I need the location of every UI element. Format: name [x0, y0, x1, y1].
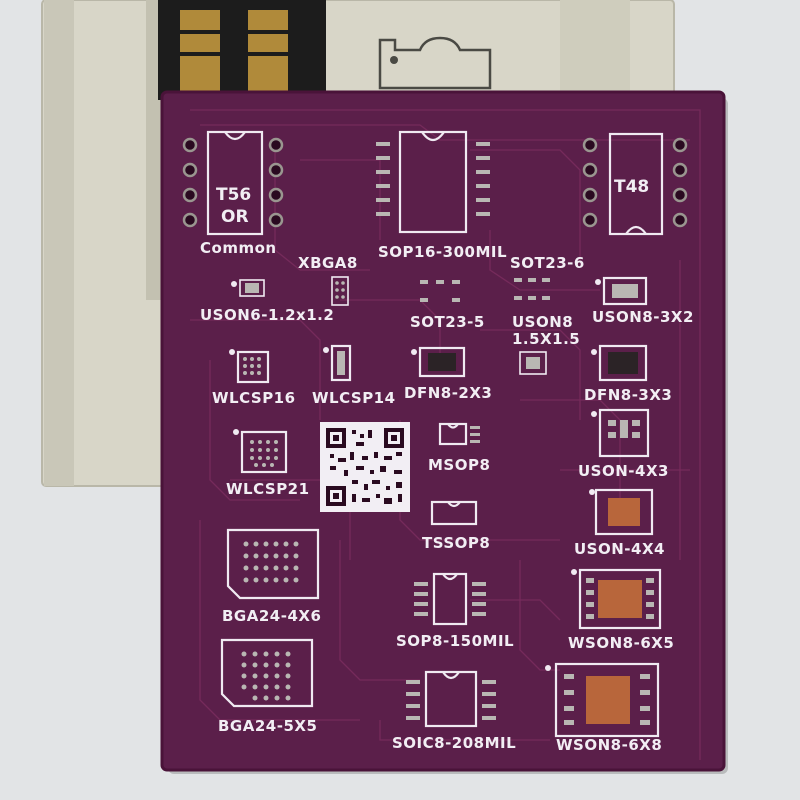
chip-outline-icon: [378, 36, 492, 90]
wson8-6x8-footprint: WSON8-6X8: [545, 662, 662, 754]
wson8-6x8-label: WSON8-6X8: [556, 736, 662, 754]
sop16-footprint: SOP16-300MIL: [376, 130, 507, 261]
adapter-pcb: [160, 90, 726, 772]
bga24-4x6-label: BGA24-4X6: [222, 607, 321, 625]
wlcsp14-footprint: WLCSP14: [312, 344, 396, 407]
header-pins-right: [582, 137, 688, 228]
msop8-footprint: MSOP8: [428, 422, 490, 474]
wson8-6x5-footprint: WSON8-6X5: [568, 568, 674, 652]
uson6-label: USON6-1.2x1.2: [200, 306, 334, 324]
msop8-label: MSOP8: [428, 456, 490, 474]
bga24-5x5-footprint: BGA24-5X5: [218, 638, 317, 735]
t56-or-label: OR: [221, 207, 249, 227]
bga24-4x6-footprint: BGA24-4X6: [222, 528, 321, 625]
uson-4x3-label: USON-4X3: [578, 462, 669, 480]
t48-footprint: T48: [608, 132, 664, 236]
zif-lever[interactable]: [158, 0, 326, 100]
dfn8-3x3-label: DFN8-3X3: [584, 386, 672, 404]
sot23-5-footprint: SOT23-5: [410, 280, 485, 331]
tssop8-label: TSSOP8: [422, 534, 490, 552]
bga24-5x5-label: BGA24-5X5: [218, 717, 317, 735]
dfn8-2x3-label: DFN8-2X3: [404, 384, 492, 402]
t56-label: T56: [216, 185, 251, 205]
qr-code: [320, 422, 410, 512]
sot23-6-footprint: SOT23-6: [510, 254, 585, 300]
dfn8-3x3-footprint: DFN8-3X3: [584, 344, 672, 404]
uson-4x4-label: USON-4X4: [574, 540, 665, 558]
header-pins-left: [182, 137, 284, 228]
t56-footprint: T56 OR Common: [200, 130, 277, 257]
sop8-150mil-footprint: SOP8-150MIL: [396, 572, 514, 650]
wlcsp21-footprint: WLCSP21: [226, 429, 310, 498]
soic8-208mil-label: SOIC8-208MIL: [392, 734, 516, 752]
sop8-150mil-label: SOP8-150MIL: [396, 632, 514, 650]
uson-4x3-footprint: USON-4X3: [578, 408, 669, 480]
uson8-1.5-footprint: USON8 1.5X1.5: [512, 313, 580, 375]
wlcsp21-label: WLCSP21: [226, 480, 310, 498]
wson8-6x5-label: WSON8-6X5: [568, 634, 674, 652]
tssop8-footprint: TSSOP8: [422, 500, 490, 552]
dfn8-2x3-footprint: DFN8-2X3: [404, 346, 492, 402]
t48-label: T48: [614, 177, 649, 197]
soic8-208mil-footprint: SOIC8-208MIL: [392, 670, 516, 752]
wlcsp16-label: WLCSP16: [212, 389, 296, 407]
common-label: Common: [200, 239, 277, 257]
uson6-footprint: USON6-1.2x1.2: [200, 279, 334, 324]
uson8-3x2-label: USON8-3X2: [592, 308, 694, 326]
uson-4x4-footprint: USON-4X4: [574, 488, 665, 558]
wlcsp16-footprint: WLCSP16: [212, 349, 296, 407]
uson8-size-label: 1.5X1.5: [512, 330, 580, 348]
sop16-label: SOP16-300MIL: [378, 243, 507, 261]
xbga8-footprint: XBGA8: [298, 254, 358, 306]
uson8-3x2-footprint: USON8-3X2: [592, 276, 694, 326]
sot23-6-label: SOT23-6: [510, 254, 585, 272]
uson8-label: USON8: [512, 313, 573, 331]
xbga8-label: XBGA8: [298, 254, 358, 272]
sot23-5-label: SOT23-5: [410, 313, 485, 331]
wlcsp14-label: WLCSP14: [312, 389, 396, 407]
